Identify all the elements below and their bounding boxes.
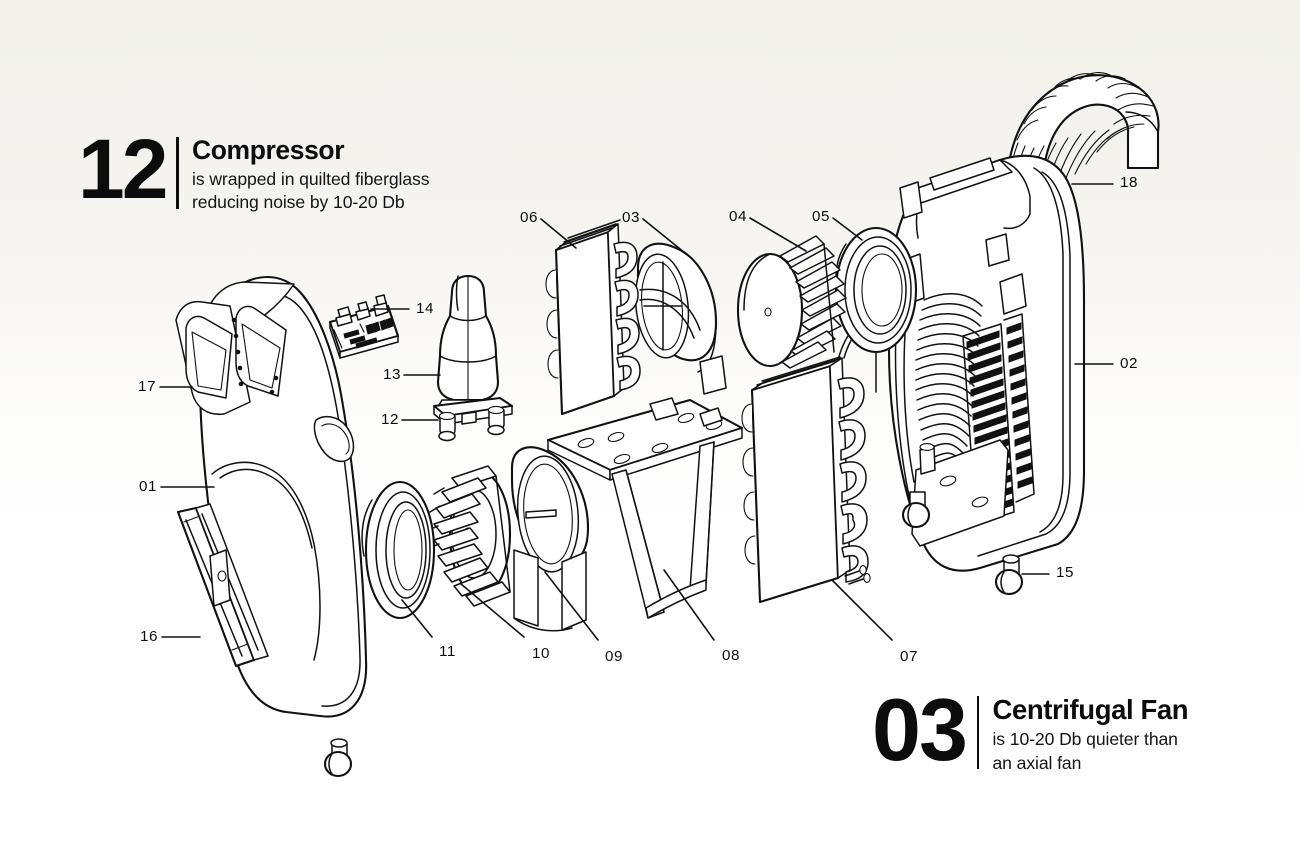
part-side-filter-panel: [176, 503, 269, 668]
part-chassis-base-plate: [546, 397, 744, 619]
part-label-fan-inlet-ring: 11: [439, 643, 456, 660]
part-centrifugal-fan-wheel: [427, 465, 512, 607]
coiled-tubing: [915, 293, 983, 461]
part-label-evaporator-coil: 06: [520, 209, 539, 226]
part-fan-inlet-ring: [361, 480, 436, 620]
part-label-compressor-mount: 12: [381, 411, 400, 428]
part-label-front-housing: 01: [139, 478, 158, 495]
callout-divider: [976, 696, 980, 769]
part-centrifugal-fan-scroll: [634, 242, 727, 395]
part-compressor-body: [435, 274, 503, 411]
coil-return-bends: [837, 377, 869, 583]
part-label-compressor-body: 13: [383, 366, 402, 383]
callout-compressor: 12 Compressor is wrapped in quilted fibe…: [78, 122, 430, 216]
coil-left-bends: [741, 403, 756, 565]
leader-lines: [159, 183, 1114, 641]
callout-divider: [176, 137, 180, 209]
part-condenser-coil: [741, 311, 887, 604]
callout-compressor-line2: reducing noise by 10-20 Db: [192, 192, 405, 213]
part-label-side-filter-panel: 16: [140, 628, 159, 645]
part-label-upper-blower-wheel: 04: [729, 208, 748, 225]
callout-compressor-line1: is wrapped in quilted fiberglass: [192, 169, 430, 190]
part-caster-wheel-detached: [994, 554, 1024, 596]
part-label-caster-wheel: 15: [1056, 564, 1075, 581]
part-label-centrifugal-fan-wheel: 10: [532, 645, 551, 662]
callout-fan-title: Centrifugal Fan: [992, 694, 1189, 725]
part-label-front-display-panel: 17: [138, 378, 157, 395]
part-compressor-mount: [432, 396, 514, 442]
callout-fan-number: 03: [872, 680, 968, 779]
part-label-rear-housing: 02: [1120, 355, 1139, 372]
part-control-circuit-board: [328, 294, 400, 359]
part-label-centrifugal-fan-scroll: 03: [622, 209, 641, 226]
part-label-condenser-coil: 07: [900, 648, 919, 665]
part-blower-volute: [510, 446, 590, 632]
part-label-intake-ring-gasket: 05: [812, 208, 831, 225]
part-intake-ring-gasket: [834, 226, 918, 393]
part-label-exhaust-hose: 18: [1120, 174, 1139, 191]
callout-compressor-title: Compressor: [192, 135, 345, 165]
callout-centrifugal-fan: 03 Centrifugal Fan is 10-20 Db quieter t…: [872, 680, 1189, 779]
callout-fan-line1: is 10-20 Db quieter than: [992, 729, 1178, 750]
part-upper-blower-wheel: [736, 235, 847, 369]
callout-fan-line2: an axial fan: [992, 752, 1082, 773]
part-rear-housing: [887, 154, 1086, 572]
callout-compressor-number: 12: [78, 122, 168, 216]
part-label-blower-volute: 09: [605, 648, 624, 665]
part-label-control-circuit-board: 14: [416, 300, 435, 317]
part-label-chassis-base-plate: 08: [722, 647, 741, 664]
part-caster-wheel-attached: [901, 491, 931, 529]
